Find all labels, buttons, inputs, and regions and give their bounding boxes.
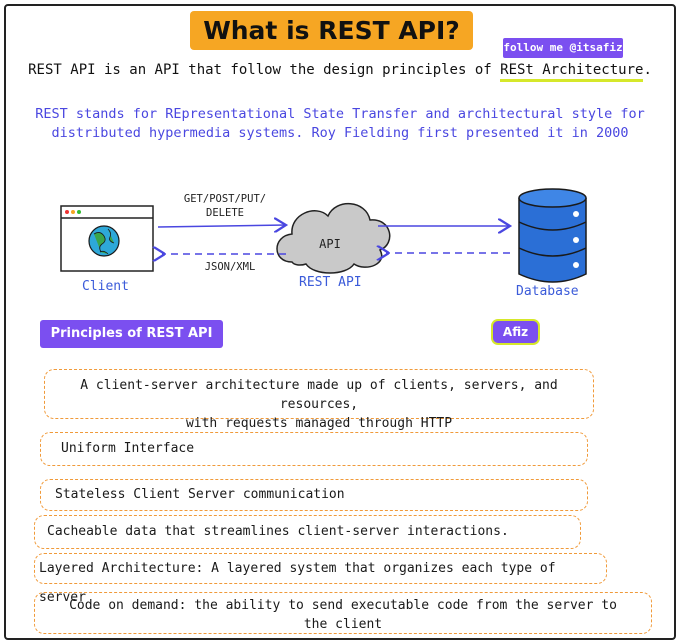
- client-label: Client: [82, 279, 129, 294]
- principle-text-line-2: the client: [303, 617, 383, 632]
- principle-text: Uniform Interface: [61, 441, 195, 456]
- api-label: API: [319, 237, 341, 251]
- intro-text: REST API is an API that follow the desig…: [28, 62, 501, 78]
- principle-text-line-1: Code on demand: the ability to send exec…: [69, 598, 617, 613]
- page-title: What is REST API?: [190, 11, 473, 50]
- diagram-frame: [4, 4, 676, 640]
- definition-line-2: distributed hypermedia systems. Roy Fiel…: [51, 125, 629, 141]
- principle-layered: Layered Architecture: A layered system t…: [34, 553, 607, 605]
- rest-definition: REST stands for REpresentational State T…: [20, 105, 660, 143]
- principle-text: Stateless Client Server communication: [55, 487, 345, 502]
- principle-text-line-2: with requests managed through HTTP: [185, 416, 453, 431]
- principle-stateless: Stateless Client Server communication: [40, 479, 588, 511]
- principle-client-server: A client-server architecture made up of …: [44, 369, 594, 431]
- database-label: Database: [516, 284, 579, 299]
- follow-badge: follow me @itsafiz: [503, 38, 623, 58]
- principle-cacheable: Cacheable data that streamlines client-s…: [34, 515, 581, 549]
- request-arrow: [157, 225, 286, 227]
- definition-line-1: REST stands for REpresentational State T…: [35, 106, 645, 122]
- request-line-2: DELETE: [206, 207, 244, 219]
- principle-text: Layered Architecture: A layered system t…: [39, 561, 556, 605]
- principles-heading: Principles of REST API: [40, 320, 223, 348]
- request-methods-label: GET/POST/PUT/ DELETE: [165, 192, 285, 220]
- globe-icon: [88, 225, 120, 257]
- principle-text-line-1: A client-server architecture made up of …: [80, 378, 558, 412]
- architecture-diagram: [60, 188, 587, 283]
- intro-highlight: RESt Architecture: [500, 62, 644, 82]
- response-format-label: JSON/XML: [204, 261, 256, 273]
- database-icon: [518, 188, 587, 283]
- intro-sentence: REST API is an API that follow the desig…: [0, 62, 680, 82]
- intro-period: .: [643, 62, 652, 78]
- author-badge: Afiz: [493, 321, 538, 343]
- principle-code-on-demand: Code on demand: the ability to send exec…: [34, 592, 652, 634]
- principle-uniform-interface: Uniform Interface: [40, 432, 588, 466]
- request-line-1: GET/POST/PUT/: [183, 193, 267, 205]
- client-window-icon: [60, 205, 154, 272]
- rest-api-label: REST API: [299, 275, 362, 290]
- principle-text: Cacheable data that streamlines client-s…: [47, 524, 509, 539]
